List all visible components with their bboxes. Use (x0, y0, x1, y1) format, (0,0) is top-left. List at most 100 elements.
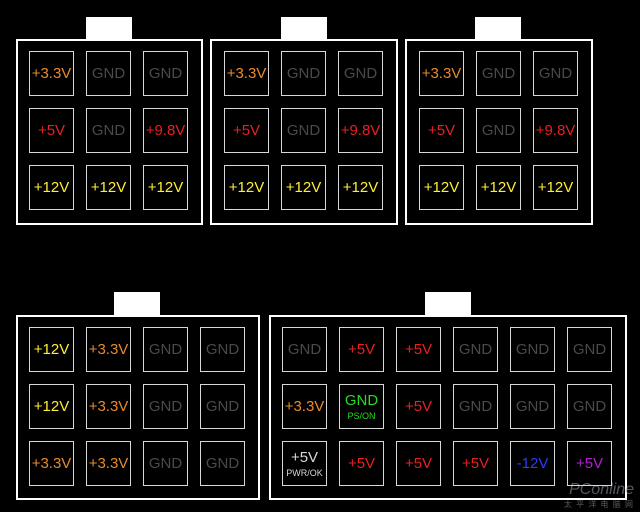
pin-cell: +12V (29, 327, 74, 372)
pin-cell: GND (143, 327, 188, 372)
pin-label: +5V (575, 454, 604, 472)
pin-label: GND (148, 454, 183, 472)
pin-cell: +3.3V (86, 441, 131, 486)
pin-label: +3.3V (31, 454, 72, 472)
pin-cell: +12V (143, 165, 188, 210)
pin-cell: GND (200, 384, 245, 429)
pin-cell: +5V (567, 441, 612, 486)
pin-label: GND (538, 64, 573, 82)
pin-label: GND (148, 64, 183, 82)
pin-cell: +3.3V (282, 384, 327, 429)
pin-cell: +5V (339, 327, 384, 372)
pin-label: GND (458, 397, 493, 415)
pin-label: GND (481, 64, 516, 82)
pin-cell: GND (510, 384, 555, 429)
pin-cell: GND (143, 384, 188, 429)
pin-label: +12V (33, 178, 70, 196)
eighteen-pin-connector (269, 315, 627, 500)
pin-cell: GND (453, 327, 498, 372)
pin-label: +5V (290, 448, 319, 466)
watermark-subtitle: 太 平 洋 电 脑 网 (563, 500, 634, 509)
pin-label: +5V (461, 454, 490, 472)
pin-label: +12V (33, 397, 70, 415)
pin-cell: +12V (338, 165, 383, 210)
pin-cell: GND (86, 108, 131, 153)
pin-cell: +9.8V (338, 108, 383, 153)
pin-cell: +9.8V (533, 108, 578, 153)
pin-label: +3.3V (88, 397, 129, 415)
pin-cell: GND (533, 51, 578, 96)
six-pin-connector-c (405, 39, 593, 225)
pin-cell: GND (476, 51, 521, 96)
pin-label: -12V (516, 454, 549, 472)
pin-label: +12V (33, 340, 70, 358)
six-pin-connector-b (210, 39, 398, 225)
pin-label: +12V (90, 178, 127, 196)
pin-cell: +3.3V (86, 327, 131, 372)
pin-label: GND (91, 64, 126, 82)
pin-label: GND (205, 340, 240, 358)
pin-cell: GND (567, 384, 612, 429)
pin-label: +12V (285, 178, 322, 196)
pin-label: GND (205, 454, 240, 472)
pin-cell: -12V (510, 441, 555, 486)
pin-cell: +3.3V (224, 51, 269, 96)
pin-label: GND (91, 121, 126, 139)
pin-label: +9.8V (145, 121, 186, 139)
pin-cell: GND (510, 327, 555, 372)
pin-label: +12V (423, 178, 460, 196)
pin-cell: +5V (396, 384, 441, 429)
pin-cell: GND (281, 108, 326, 153)
pin-label: GND (286, 121, 321, 139)
pin-cell: +3.3V (86, 384, 131, 429)
pin-cell: +5V (419, 108, 464, 153)
pin-label: GND (344, 391, 379, 409)
pin-cell: +5V (396, 441, 441, 486)
pin-cell: GND (143, 441, 188, 486)
pin-label: GND (458, 340, 493, 358)
pin-label: +5V (37, 121, 66, 139)
pin-cell: +12V (476, 165, 521, 210)
connector-tab (475, 17, 521, 39)
connector-tab (86, 17, 132, 39)
pin-cell: GND (281, 51, 326, 96)
pin-label: GND (572, 340, 607, 358)
pin-cell: +12V (29, 384, 74, 429)
pin-label: +3.3V (31, 64, 72, 82)
pin-label: +3.3V (421, 64, 462, 82)
pin-label: +5V (404, 397, 433, 415)
six-pin-connector-a (16, 39, 203, 225)
pin-label: +5V (347, 454, 376, 472)
pin-label: +5V (404, 340, 433, 358)
pin-cell: +12V (29, 165, 74, 210)
pin-label: +5V (347, 340, 376, 358)
pin-label: +12V (228, 178, 265, 196)
pin-label: GND (148, 340, 183, 358)
pin-label: GND (515, 340, 550, 358)
pin-label: GND (286, 64, 321, 82)
pin-label: GND (481, 121, 516, 139)
pin-cell: +5V (396, 327, 441, 372)
pin-label: +5V (232, 121, 261, 139)
pin-cell: GND (338, 51, 383, 96)
pin-label: +12V (342, 178, 379, 196)
pin-label: GND (205, 397, 240, 415)
pin-label: GND (343, 64, 378, 82)
pin-label: +12V (537, 178, 574, 196)
pin-sublabel: PWR/OK (286, 467, 323, 478)
pin-label: +9.8V (535, 121, 576, 139)
pin-cell: +3.3V (29, 51, 74, 96)
pin-label: +5V (404, 454, 433, 472)
pin-label: +3.3V (226, 64, 267, 82)
pin-label: GND (515, 397, 550, 415)
pin-cell: +12V (281, 165, 326, 210)
pin-cell: +3.3V (29, 441, 74, 486)
pin-label: GND (287, 340, 322, 358)
pin-label: +12V (480, 178, 517, 196)
pin-label: GND (148, 397, 183, 415)
pin-cell: +5V (29, 108, 74, 153)
pin-label: +9.8V (340, 121, 381, 139)
connector-tab (281, 17, 327, 39)
